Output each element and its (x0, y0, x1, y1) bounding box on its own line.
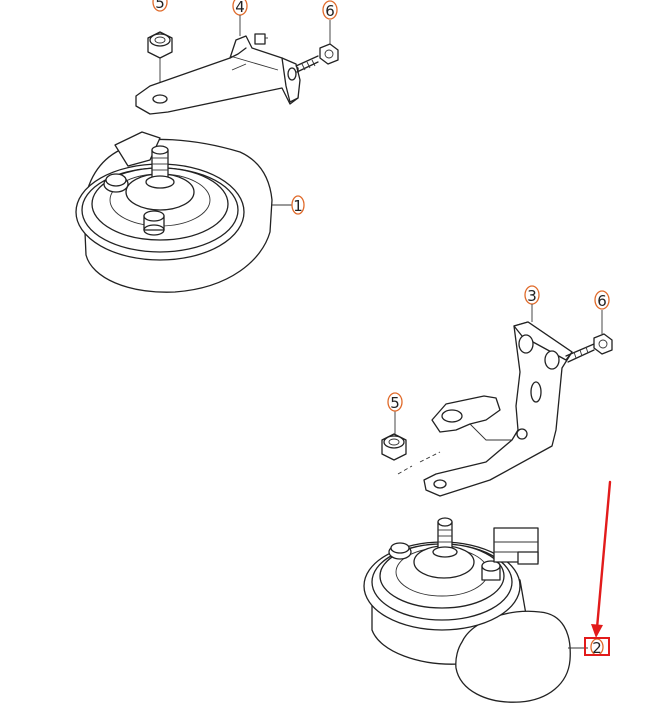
callout-1-label: 1 (293, 197, 303, 215)
callout-4-top[interactable]: 4 (232, 0, 248, 36)
callout-4-top-label: 4 (235, 0, 245, 16)
callout-6-top-label: 6 (325, 2, 335, 20)
top-horn-assembly: 5 4 6 1 (75, 0, 339, 293)
callout-6-bottom-label: 6 (597, 292, 607, 310)
callout-5-bottom-label: 5 (390, 394, 400, 412)
horn-2-part (363, 517, 588, 703)
horn-1-part (75, 131, 292, 293)
callout-5-bottom[interactable]: 5 (387, 392, 403, 412)
nut-5-top-part (147, 31, 173, 92)
nut-6-top-part (319, 20, 339, 65)
bracket-4-top-part (135, 33, 319, 115)
callout-5-top[interactable]: 5 (152, 0, 168, 12)
callout-1[interactable]: 1 (291, 195, 305, 215)
callout-5-top-label: 5 (155, 0, 165, 12)
nut-5-bottom-part (381, 410, 441, 475)
bottom-horn-assembly: 3 6 5 2 (363, 285, 613, 703)
callout-3-label: 3 (527, 287, 537, 305)
callout-2-label: 2 (592, 639, 602, 657)
callout-2-highlight-box (584, 637, 610, 656)
bracket-3-part (423, 321, 595, 497)
red-pointer-arrow (591, 480, 612, 638)
callout-6-bottom[interactable]: 6 (594, 290, 610, 310)
callout-2[interactable]: 2 (584, 637, 610, 657)
callout-3[interactable]: 3 (524, 285, 540, 322)
nut-6-bottom-part (593, 310, 613, 355)
callout-6-top[interactable]: 6 (322, 0, 338, 20)
